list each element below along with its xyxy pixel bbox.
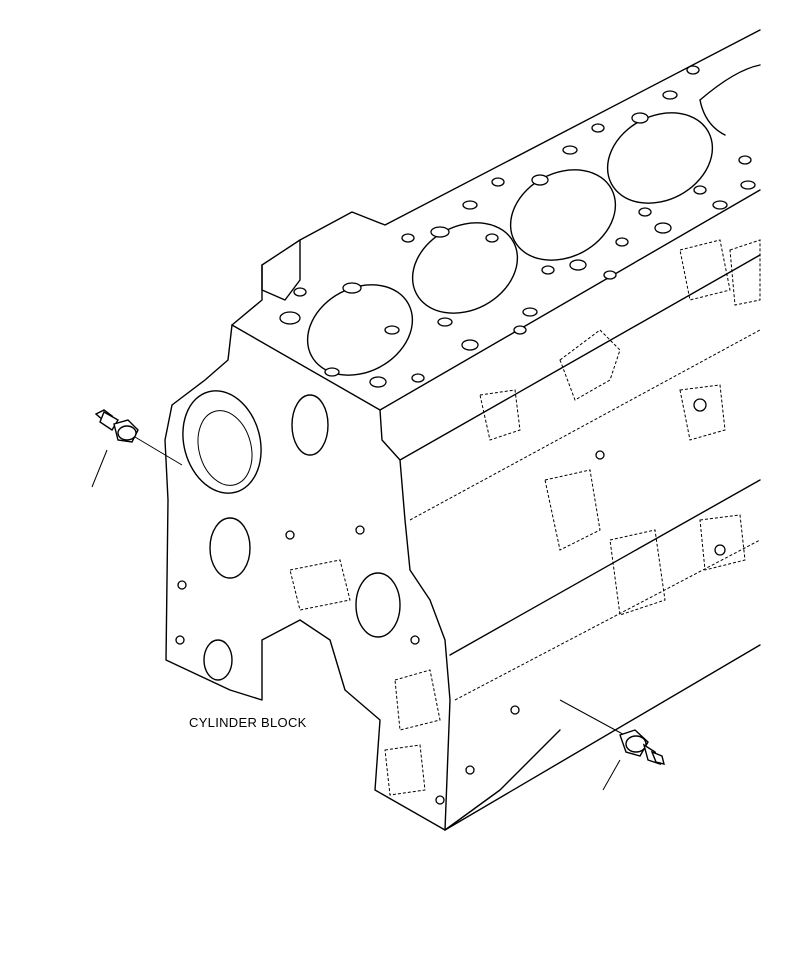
deck-holes	[279, 65, 756, 388]
cylinder-block-label: CYLINDER BLOCK	[189, 715, 307, 730]
right-stud	[559, 699, 665, 791]
cylinder-bores	[306, 64, 761, 376]
cylinder-block-outline	[164, 29, 761, 831]
left-stud	[91, 409, 183, 488]
